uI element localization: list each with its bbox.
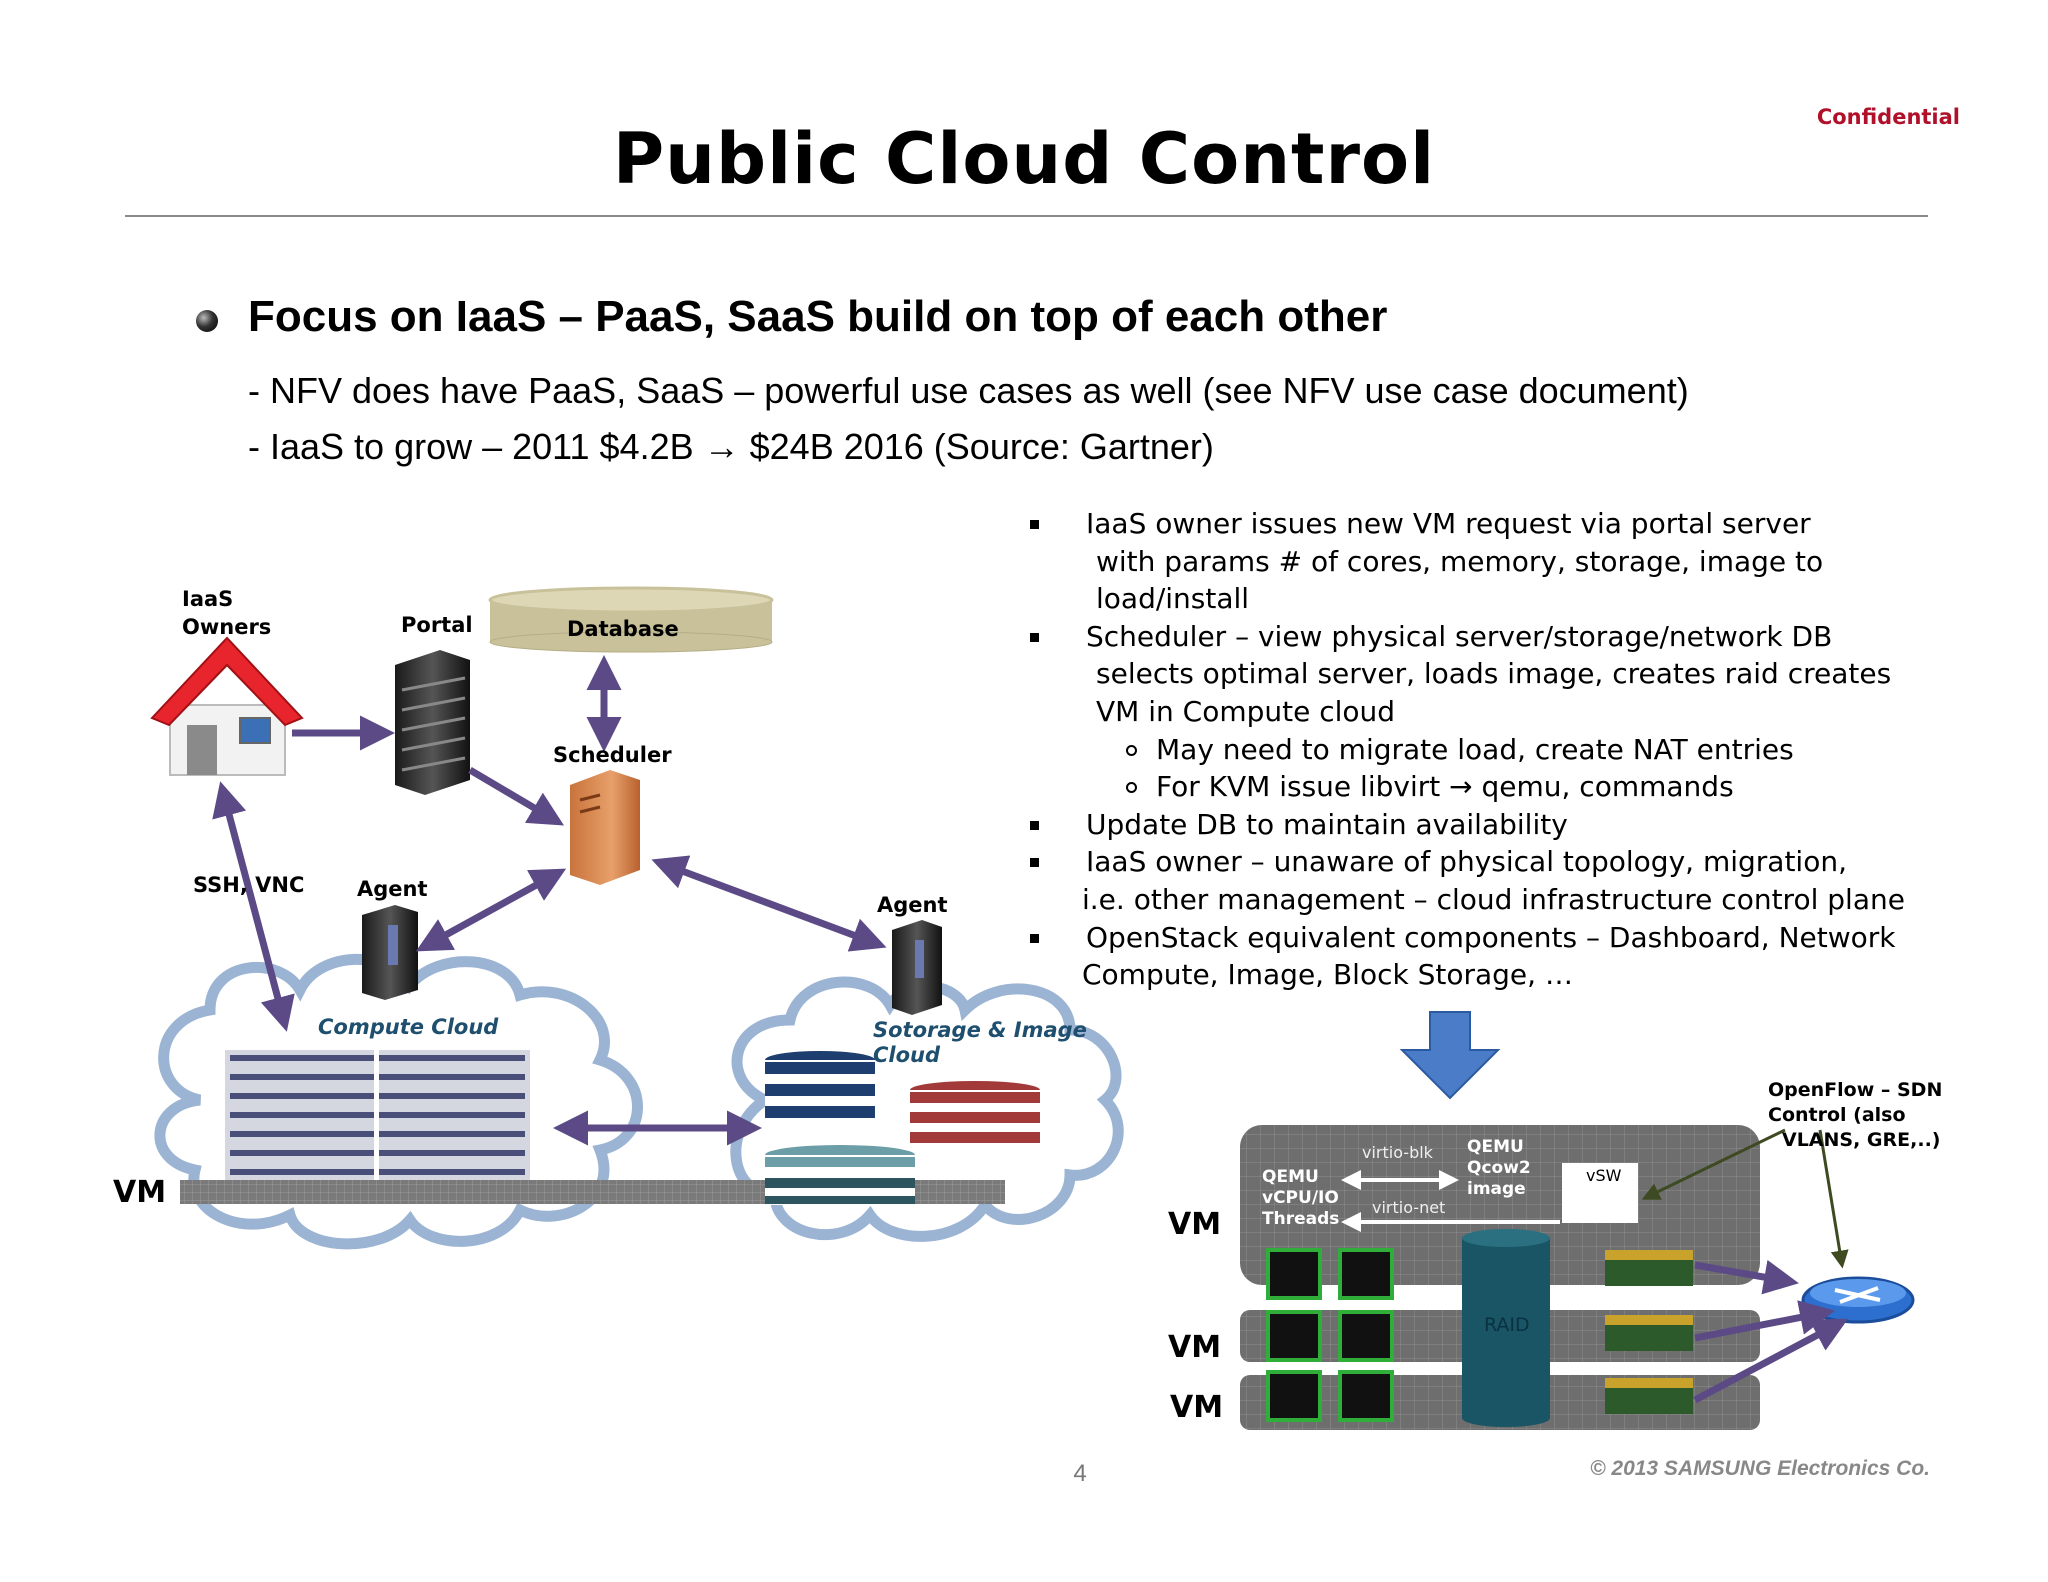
list-item: IaaS owner issues new VM request via por… [1030,505,1930,543]
list-subitem: May need to migrate load, create NAT ent… [1030,731,1930,769]
storage-cloud-label: Sotorage & Image Cloud [873,1018,1087,1067]
list-line: selects optimal server, loads image, cre… [1096,657,1892,691]
scheduler-server-icon [570,770,640,885]
database-cylinder [488,586,774,653]
list-line: IaaS owner issues new VM request via por… [1086,507,1811,540]
qemu-qcow2-label: QEMU Qcow2 image [1467,1137,1531,1199]
portal-server-icon [395,650,470,795]
list-line: Update DB to maintain availability [1086,807,1568,841]
vm-label-3: VM [1170,1390,1224,1425]
list-item: Scheduler – view physical server/storage… [1030,618,1930,656]
main-bullet: Focus on IaaS – PaaS, SaaS build on top … [248,292,1388,341]
agent-server-icon-right [892,920,942,1015]
right-bullet-list: IaaS owner issues new VM request via por… [1030,505,1930,994]
agent-server-icon-left [362,905,418,1000]
list-item: IaaS owner – unaware of physical topolog… [1030,843,1930,881]
down-arrow-icon [1399,1011,1501,1100]
raid-label: RAID [1484,1314,1530,1336]
openflow-arrows [1641,1128,1849,1269]
vm-label-1: VM [1168,1207,1222,1242]
list-line: Scheduler – view physical server/storage… [1086,619,1833,653]
list-line: i.e. other management – cloud infrastruc… [1082,882,1905,916]
qemu-vcpu-label: QEMU vCPU/IO Threads [1262,1167,1340,1229]
ssh-vnc-label: SSH, VNC [193,873,305,897]
sub-bullet-nfv: - NFV does have PaaS, SaaS – powerful us… [248,370,1689,411]
vm-label-2: VM [1168,1330,1222,1365]
database-label: Database [567,617,679,641]
scheduler-label: Scheduler [553,743,672,767]
list-subitem: For KVM issue libvirt → qemu, commands [1030,768,1930,806]
openflow-label: OpenFlow – SDN Control (also VLANS, GRE,… [1768,1079,1943,1151]
list-line: For KVM issue libvirt → qemu, commands [1156,770,1734,804]
list-line: with params # of cores, memory, storage,… [1096,544,1824,578]
circle-bullet-icon [1126,782,1137,794]
title-divider [125,215,1928,217]
router-arrows [1693,1259,1849,1404]
vsw-label: vSW [1586,1166,1622,1185]
agent-label-left: Agent [357,877,428,901]
vm-label-left: VM [113,1175,167,1210]
copyright-notice: © 2013 SAMSUNG Electronics Co. [1590,1457,1930,1480]
iaas-owners-label: IaaS Owners [182,587,272,639]
page-title: Public Cloud Control [612,118,1436,200]
nic-cards [1605,1250,1693,1414]
sub-bullet-iaas-growth: - IaaS to grow – 2011 $4.2B → $24B 2016 … [248,426,1214,467]
cpu-chips [1266,1248,1394,1422]
confidential-label: Confidential [1816,105,1960,129]
agent-label-right: Agent [877,893,948,917]
list-line: load/install [1096,582,1250,616]
vsw-box [1562,1163,1638,1223]
list-line: OpenStack equivalent components – Dashbo… [1086,920,1896,954]
virtio-arrows [1341,1170,1560,1232]
portal-label: Portal [401,613,473,637]
list-item: Update DB to maintain availability [1030,806,1930,844]
flow-arrows [212,655,887,1146]
square-bullet-icon [1030,632,1039,642]
list-line: VM in Compute cloud [1096,694,1396,728]
virtio-blk-label: virtio-blk [1362,1143,1433,1162]
raid-cylinder [1462,1229,1550,1427]
square-bullet-icon [1030,820,1039,830]
page-number: 4 [1073,1460,1087,1487]
square-bullet-icon [1030,933,1039,943]
compute-cloud-label: Compute Cloud [318,1015,499,1039]
list-line: Compute, Image, Block Storage, … [1082,958,1573,992]
virtio-net-label: virtio-net [1372,1198,1446,1217]
list-line: IaaS owner – unaware of physical topolog… [1086,845,1847,879]
compute-servers [225,1050,530,1185]
list-line: May need to migrate load, create NAT ent… [1156,732,1794,766]
bullet-dot-icon [196,310,218,332]
list-item: OpenStack equivalent components – Dashbo… [1030,919,1930,957]
square-bullet-icon [1030,858,1039,868]
storage-disks [765,1051,1040,1205]
square-bullet-icon [1030,520,1039,529]
circle-bullet-icon [1126,744,1137,756]
house-icon [150,636,304,776]
